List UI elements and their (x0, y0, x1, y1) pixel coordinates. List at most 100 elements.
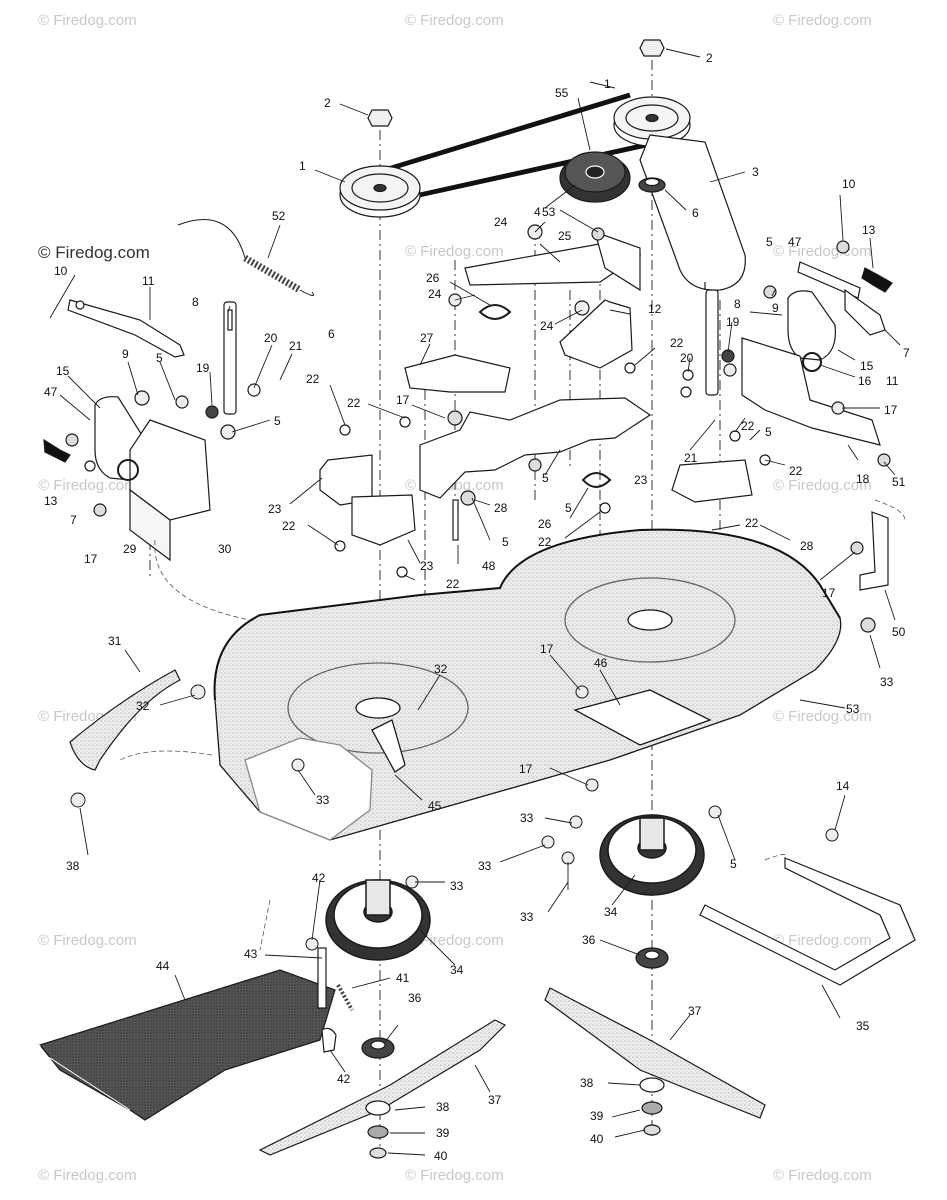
bar-35 (699, 857, 916, 986)
callout-22: 22 (741, 419, 755, 433)
callout-29: 29 (123, 542, 137, 556)
left-bracket-assembly (43, 299, 261, 562)
callout-10: 10 (54, 264, 68, 278)
callout-5: 5 (156, 351, 163, 365)
callout-28: 28 (494, 501, 508, 515)
callout-28: 28 (800, 539, 814, 553)
callout-6: 6 (692, 206, 699, 220)
bearings-washers (361, 947, 669, 1159)
callout-22: 22 (745, 516, 759, 530)
callout-9: 9 (122, 347, 129, 361)
callout-24: 24 (428, 287, 442, 301)
idler-arm (639, 134, 746, 291)
callout-19: 19 (726, 315, 740, 329)
watermark: © Firedog.com (405, 12, 504, 29)
callout-32: 32 (434, 662, 448, 676)
callout-17: 17 (822, 586, 836, 600)
callout-36: 36 (582, 933, 596, 947)
callout-47: 47 (788, 235, 802, 249)
callout-9: 9 (772, 301, 779, 315)
callout-22: 22 (306, 372, 320, 386)
callout-11: 11 (142, 274, 155, 288)
callout-16: 16 (858, 374, 872, 388)
callout-1: 1 (604, 77, 611, 91)
callout-19: 19 (196, 361, 210, 375)
watermark: © Firedog.com (38, 477, 137, 494)
callout-40: 40 (434, 1149, 448, 1163)
callout-30: 30 (218, 542, 232, 556)
callout-26: 26 (426, 271, 440, 285)
callout-15: 15 (56, 364, 70, 378)
callout-17: 17 (84, 552, 98, 566)
callout-23: 23 (420, 559, 434, 573)
callout-33: 33 (450, 879, 464, 893)
callout-37: 37 (488, 1093, 502, 1107)
callout-12: 12 (648, 302, 662, 316)
callout-34: 34 (604, 905, 618, 919)
watermark: © Firedog.com (405, 243, 504, 260)
callout-17: 17 (884, 403, 898, 417)
callout-35: 35 (856, 1019, 870, 1033)
callout-23: 23 (268, 502, 282, 516)
callout-21: 21 (289, 339, 303, 353)
callout-2: 2 (324, 96, 331, 110)
baffle-31 (69, 669, 181, 771)
callout-3: 3 (752, 165, 759, 179)
callout-5: 5 (765, 425, 772, 439)
callout-36: 36 (408, 991, 422, 1005)
callout-40: 40 (590, 1132, 604, 1146)
callout-17: 17 (396, 393, 410, 407)
watermark: © Firedog.com (405, 932, 504, 949)
callout-51: 51 (892, 475, 906, 489)
watermark: © Firedog.com (773, 477, 872, 494)
callout-42: 42 (337, 1072, 351, 1086)
callout-55: 55 (555, 86, 569, 100)
callout-48: 48 (482, 559, 496, 573)
callout-15: 15 (860, 359, 874, 373)
callout-21: 21 (684, 451, 698, 465)
mower-deck (213, 528, 842, 841)
callout-41: 41 (396, 971, 410, 985)
callout-7: 7 (70, 513, 77, 527)
callout-38: 38 (580, 1076, 594, 1090)
right-bracket-assembly (705, 240, 893, 633)
callout-20: 20 (264, 331, 278, 345)
callout-22: 22 (670, 336, 684, 350)
callout-11: 11 (886, 374, 899, 388)
callout-53: 53 (846, 702, 860, 716)
watermark: © Firedog.com (773, 932, 872, 949)
callout-26: 26 (538, 517, 552, 531)
callout-7: 7 (903, 346, 910, 360)
callout-8: 8 (734, 297, 741, 311)
callout-8: 8 (192, 295, 199, 309)
callout-39: 39 (436, 1126, 450, 1140)
callout-46: 46 (594, 656, 608, 670)
callout-38: 38 (436, 1100, 450, 1114)
callout-13: 13 (862, 223, 876, 237)
callout-22: 22 (347, 396, 361, 410)
callout-34: 34 (450, 963, 464, 977)
discharge-chute (38, 947, 354, 1121)
callout-33: 33 (520, 910, 534, 924)
callout-52: 52 (272, 209, 286, 223)
watermark: © Firedog.com (773, 708, 872, 725)
belt-assembly (339, 39, 746, 291)
callout-22: 22 (789, 464, 803, 478)
callout-13: 13 (44, 494, 58, 508)
watermark: © Firedog.com (38, 932, 137, 949)
callout-22: 22 (446, 577, 460, 591)
callout-23: 23 (634, 473, 648, 487)
callout-25: 25 (558, 229, 572, 243)
callout-17: 17 (540, 642, 554, 656)
callout-5: 5 (766, 235, 773, 249)
callout-5: 5 (542, 471, 549, 485)
callout-38: 38 (66, 859, 80, 873)
callout-22: 22 (282, 519, 296, 533)
callout-numbers: 2 1 55 2 1 3 4 6 53 52 24 25 10 13 5 47 … (44, 51, 910, 1163)
watermark: © Firedog.com (773, 12, 872, 29)
callout-44: 44 (156, 959, 170, 973)
callout-2: 2 (706, 51, 713, 65)
callout-6: 6 (328, 327, 335, 341)
callout-32: 32 (136, 699, 150, 713)
